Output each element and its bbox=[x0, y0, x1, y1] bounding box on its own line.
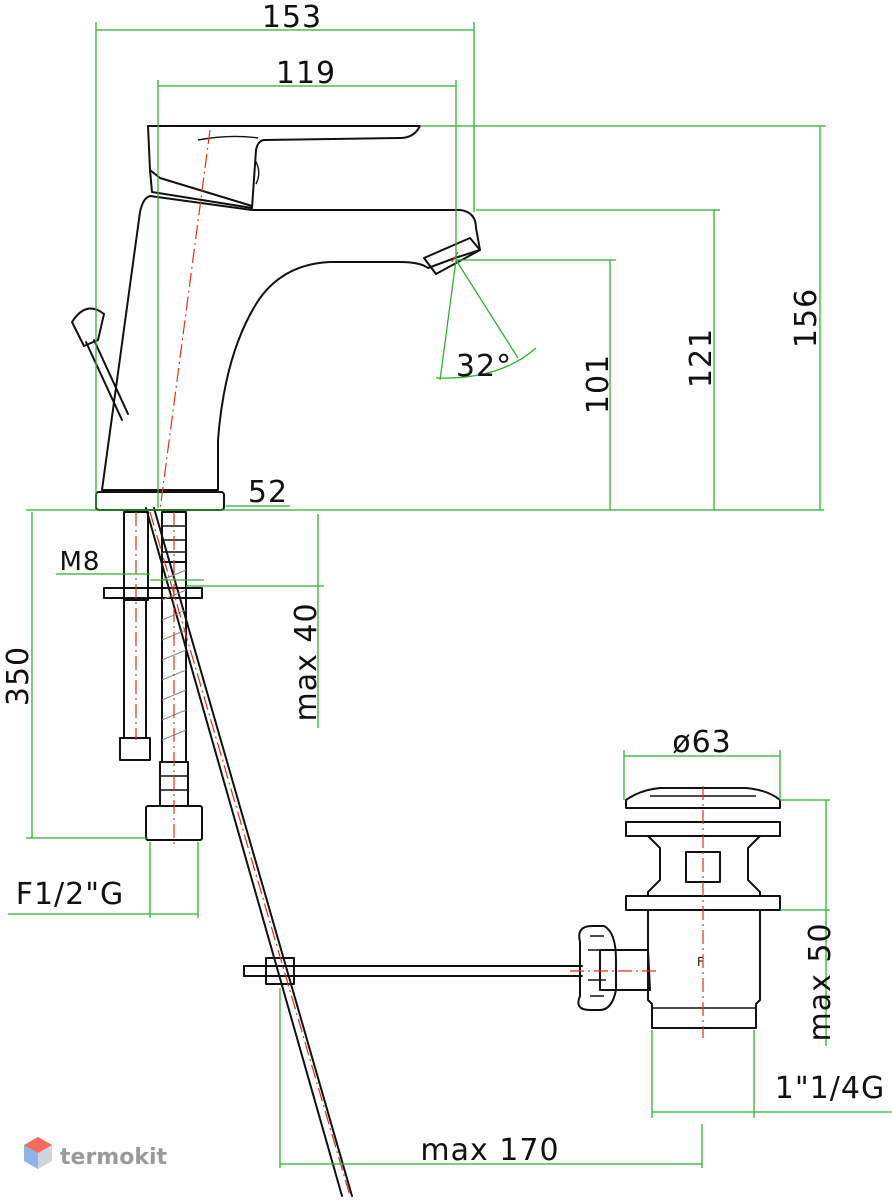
horizontal-rod bbox=[243, 965, 583, 977]
dim-m8-line bbox=[56, 573, 204, 581]
dim-119-text: 119 bbox=[276, 56, 336, 91]
dim-153-line bbox=[95, 22, 475, 508]
hose-left-nut bbox=[119, 737, 151, 761]
waste-side-connector bbox=[599, 949, 651, 991]
dim-m8-text: M8 bbox=[60, 547, 101, 577]
logo-icon bbox=[24, 1137, 52, 1169]
dim-121-line bbox=[476, 209, 720, 510]
dim-119-line bbox=[157, 80, 457, 508]
dimension-labels: 153 119 156 121 101 52 32° M8 max 40 350… bbox=[1, 0, 885, 1168]
dim-d63-text: ø63 bbox=[672, 725, 732, 760]
waste-body bbox=[647, 835, 761, 897]
dim-52-text: 52 bbox=[248, 475, 288, 510]
popup-rod-top bbox=[85, 341, 123, 421]
waste-tube bbox=[647, 909, 761, 1029]
faucet-outline bbox=[71, 125, 481, 511]
angle-rays bbox=[439, 259, 519, 381]
dim-350-line bbox=[26, 512, 148, 839]
popup-knob bbox=[71, 307, 105, 347]
waste-mark: F bbox=[697, 955, 705, 969]
lever-handle bbox=[147, 125, 421, 209]
fixing-washer bbox=[103, 587, 203, 599]
dim-waste-thread-line bbox=[651, 1030, 892, 1118]
dim-max50-line bbox=[780, 799, 830, 1046]
under-deck-fittings bbox=[103, 511, 203, 841]
dim-angle-text: 32° bbox=[456, 349, 512, 384]
logo: termokit bbox=[24, 1137, 167, 1170]
waste-nut-lines bbox=[588, 935, 606, 997]
dim-156-text: 156 bbox=[789, 288, 824, 348]
popup-rod-top-2 bbox=[93, 339, 129, 415]
aerator bbox=[423, 237, 481, 275]
dim-153-text: 153 bbox=[262, 0, 322, 35]
dim-101-text: 101 bbox=[581, 354, 616, 414]
dimension-lines bbox=[8, 22, 892, 1168]
dim-max50-text: max 50 bbox=[803, 922, 838, 1041]
dim-d63-line bbox=[623, 750, 781, 800]
aerator-centerline bbox=[451, 251, 459, 263]
popup-rod-line-a bbox=[145, 507, 343, 1197]
center-lines bbox=[135, 129, 704, 1197]
lever-detail bbox=[197, 135, 259, 141]
dim-350-text: 350 bbox=[1, 646, 36, 706]
waste-valve: F bbox=[243, 787, 781, 1029]
dim-max40-text: max 40 bbox=[289, 602, 324, 721]
dim-max170-line bbox=[279, 988, 703, 1168]
spout-centerline bbox=[159, 129, 211, 511]
dim-inlet-line bbox=[8, 842, 199, 918]
base-plate bbox=[95, 491, 225, 511]
angle-arc bbox=[435, 347, 537, 379]
dim-121-text: 121 bbox=[684, 328, 719, 388]
dim-156-line bbox=[420, 125, 826, 510]
dim-max40-line bbox=[186, 514, 324, 728]
spout-body bbox=[101, 195, 481, 491]
waste-nut bbox=[577, 925, 617, 1011]
dim-max170-text: max 170 bbox=[420, 1133, 559, 1168]
lever-detail-2 bbox=[254, 159, 260, 185]
dim-waste-thread-text: 1"1/4G bbox=[775, 1071, 885, 1106]
lever-bottom bbox=[149, 169, 253, 207]
logo-text: termokit bbox=[60, 1145, 167, 1170]
hose-left bbox=[123, 599, 147, 739]
dim-101-line bbox=[456, 259, 616, 510]
dim-inlet-text: F1/2"G bbox=[16, 877, 125, 912]
